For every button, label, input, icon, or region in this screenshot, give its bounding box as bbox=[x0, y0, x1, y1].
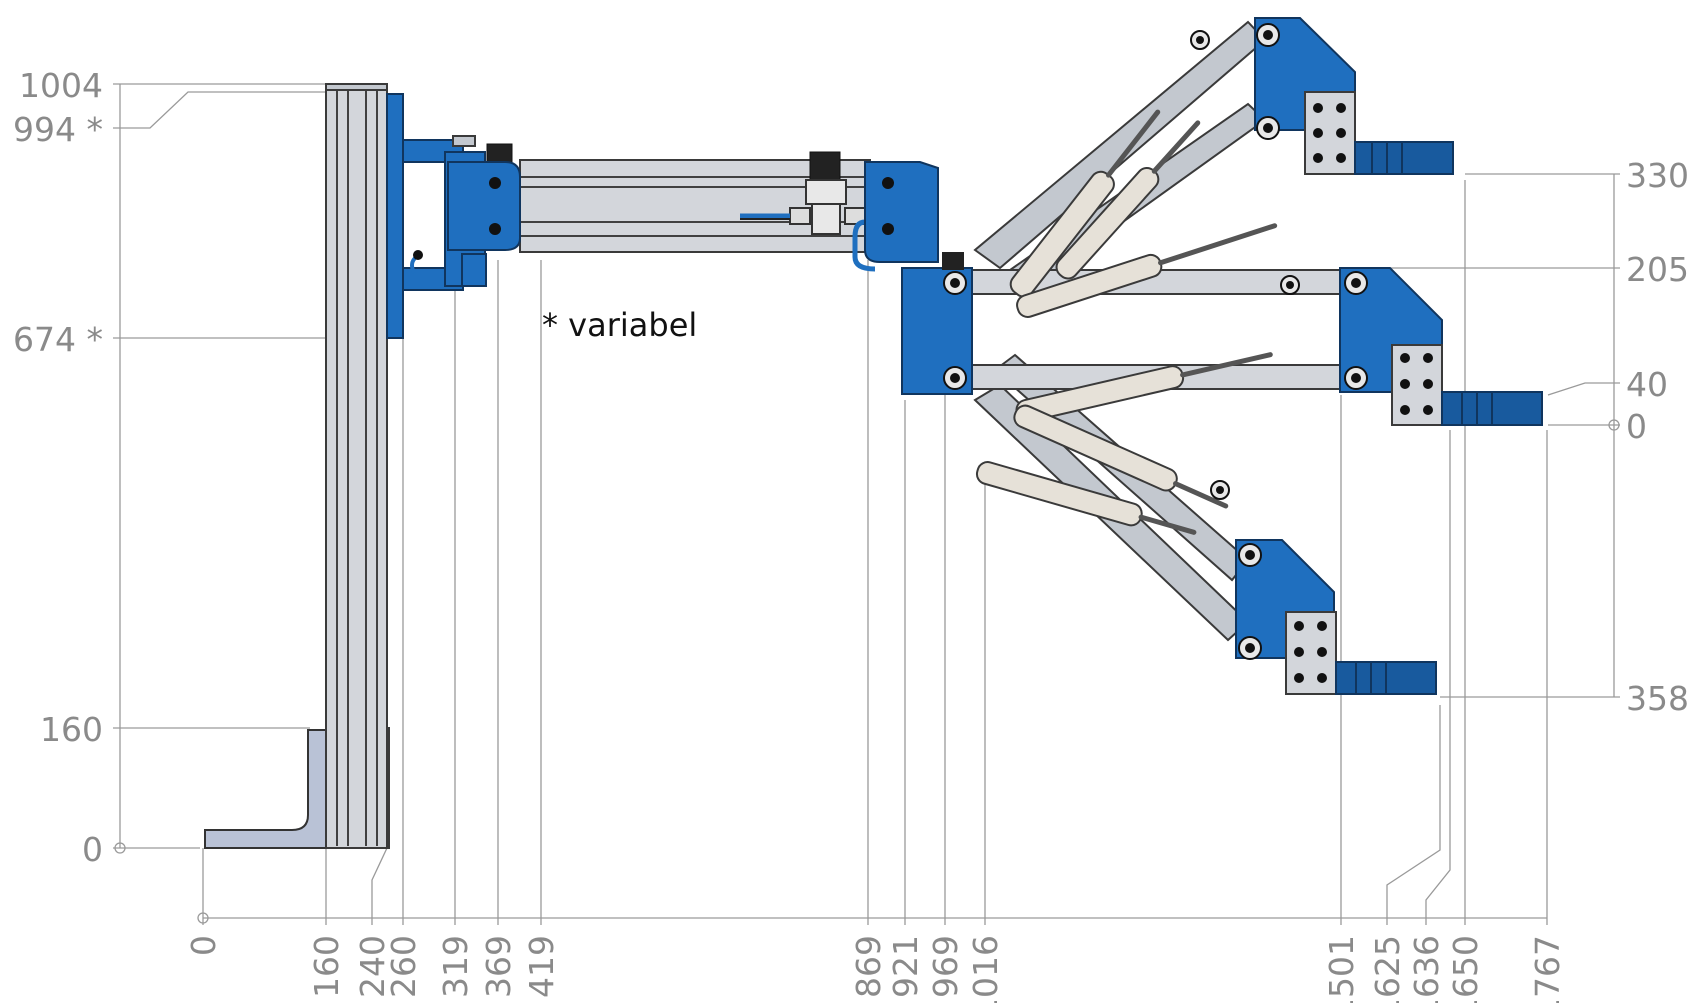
dim-h-1016: 1016 bbox=[966, 935, 1005, 1003]
dim-h-369: 369 bbox=[479, 935, 518, 998]
dim-h-1636: 1636 bbox=[1407, 935, 1446, 1003]
dim-h-240: 240 bbox=[353, 935, 392, 998]
central-pivots bbox=[943, 30, 1300, 500]
dim-right-0: 0 bbox=[1626, 407, 1647, 446]
dim-h-969: 969 bbox=[926, 935, 965, 998]
dim-h-921: 921 bbox=[886, 935, 925, 998]
dim-h-1501: 1501 bbox=[1322, 935, 1361, 1003]
dim-right-40: 40 bbox=[1626, 365, 1668, 404]
arm-left-block bbox=[447, 161, 521, 251]
right-dimension-labels: 330 205 40 0 358 bbox=[1626, 156, 1688, 718]
dim-left-0: 0 bbox=[82, 830, 103, 869]
dim-right-358: 358 bbox=[1626, 679, 1688, 718]
dim-h-419: 419 bbox=[522, 935, 561, 998]
base-foot bbox=[204, 729, 331, 849]
dim-h-0: 0 bbox=[184, 935, 223, 956]
dim-h-1625: 1625 bbox=[1368, 935, 1407, 1003]
dim-h-1650: 1650 bbox=[1446, 935, 1485, 1003]
horizontal-dimension-labels: 0 160 240 260 319 369 419 869 921 969 10… bbox=[184, 935, 1567, 1003]
end-effector-top bbox=[1254, 17, 1454, 175]
dim-left-674: 674 * bbox=[13, 320, 103, 359]
dim-h-1767: 1767 bbox=[1528, 935, 1567, 1003]
left-dimension-labels: 1004 994 * 674 * 160 0 bbox=[13, 66, 103, 869]
dim-right-330: 330 bbox=[1626, 156, 1688, 195]
variable-note: * variabel bbox=[542, 306, 697, 344]
dim-right-205: 205 bbox=[1626, 250, 1688, 289]
arm-right-block bbox=[864, 161, 939, 263]
dim-left-1004: 1004 bbox=[19, 66, 103, 105]
dim-h-160: 160 bbox=[307, 935, 346, 998]
dim-h-869: 869 bbox=[849, 935, 888, 998]
dim-h-260: 260 bbox=[384, 935, 423, 998]
dim-h-319: 319 bbox=[436, 935, 475, 998]
pressure-regulator bbox=[740, 151, 876, 272]
end-effector-bottom bbox=[1235, 539, 1437, 695]
end-effector-middle bbox=[1339, 267, 1543, 426]
column-carriage bbox=[386, 93, 404, 339]
machine-assembly bbox=[204, 17, 1543, 849]
dim-left-994: 994 * bbox=[13, 110, 103, 149]
dim-left-160: 160 bbox=[40, 710, 103, 749]
pneumatic-cylinders bbox=[975, 109, 1278, 535]
